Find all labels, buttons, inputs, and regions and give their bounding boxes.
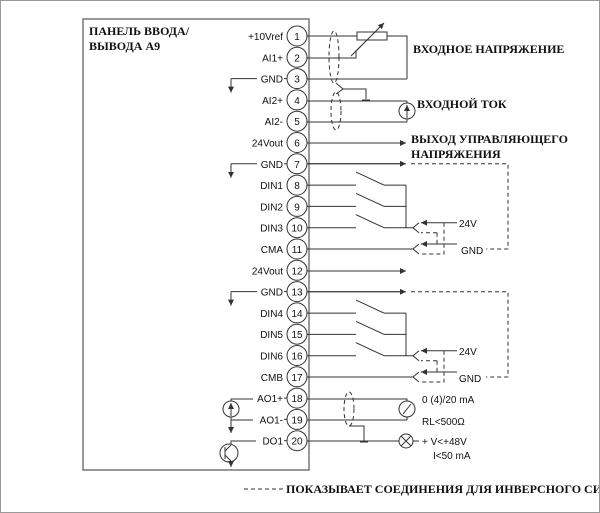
label-24v-b: 24V (459, 347, 477, 358)
terminal-circle (286, 46, 308, 68)
terminal-block: 1+10Vref2AI1+3GND4AI2+5AI2-624Vout7GND8D… (228, 25, 308, 452)
terminal-number: 19 (291, 415, 303, 426)
terminal-20: 20 DO1 (262, 430, 308, 452)
terminal-label: AI2- (265, 117, 283, 128)
label-do-voltage: + V<+48V (422, 437, 467, 448)
terminal-circle (286, 259, 308, 281)
label-control-voltage-2: НАПРЯЖЕНИЯ (411, 147, 501, 161)
terminal-label: GND (261, 75, 283, 86)
label-gnd-b: GND (459, 374, 481, 385)
terminal-18: 18 AO1+ (257, 387, 308, 409)
terminal-number: 9 (294, 202, 300, 213)
terminal-circle (286, 89, 308, 111)
terminal-number: 20 (291, 437, 303, 448)
switch-icon (355, 342, 385, 357)
terminal-label: DIN2 (260, 202, 283, 213)
terminal-number: 6 (294, 139, 300, 150)
terminal-2: 2 AI1+ (262, 46, 308, 68)
switch-icon (355, 214, 385, 229)
terminal-label: GND (261, 160, 283, 171)
terminal-number: 12 (291, 266, 303, 277)
terminal-label: 24Vout (252, 266, 283, 277)
terminal-label: AI2+ (262, 96, 283, 107)
terminal-number: 5 (294, 117, 300, 128)
terminal-number: 11 (292, 245, 303, 256)
switch-icon (355, 299, 385, 314)
io-panel-box (82, 18, 310, 471)
terminal-label: AO1- (260, 415, 283, 426)
terminal-label: 24Vout (252, 139, 283, 150)
terminal-number: 7 (294, 160, 300, 171)
terminal-10: 10 DIN3 (260, 217, 308, 239)
terminal-number: 16 (291, 352, 303, 363)
potentiometer (356, 31, 388, 41)
label-gnd-a: GND (461, 246, 483, 257)
terminal-8: 8 DIN1 (260, 174, 308, 196)
terminal-label: DIN4 (260, 309, 283, 320)
shield-ellipse (330, 91, 342, 131)
terminal-number: 1 (294, 32, 300, 43)
terminal-number: 2 (294, 53, 300, 64)
panel-title-line2: ВЫВОДА А9 (89, 39, 160, 53)
terminal-16: 16 DIN6 (260, 345, 308, 366)
terminal-label: CMA (261, 245, 284, 256)
label-do-current: I<50 mA (433, 451, 471, 462)
shield-ellipse (343, 391, 355, 427)
terminal-5: 5 AI2- (265, 110, 308, 132)
panel-title-line1: ПАНЕЛЬ ВВОДА/ (89, 24, 190, 38)
label-input-current: ВХОДНОЙ ТОК (417, 97, 507, 111)
terminal-number: 18 (291, 394, 303, 405)
terminal-label: DIN5 (260, 330, 283, 341)
terminal-label: DIN3 (260, 224, 283, 235)
switch-icon (355, 192, 385, 207)
wiring: ВХОДНОЕ НАПРЯЖЕНИЕ ВХОДНОЙ ТОК ВЫХОД УПР… (219, 22, 600, 496)
terminal-number: 3 (294, 75, 300, 86)
terminal-label: DIN1 (260, 181, 283, 192)
digital-group-a (307, 160, 509, 255)
terminal-6: 6 24Vout (252, 132, 308, 153)
terminal-number: 10 (291, 224, 303, 235)
terminal-label: DO1 (262, 437, 283, 448)
terminal-7: 7 GND (228, 153, 308, 178)
label-control-voltage-1: ВЫХОД УПРАВЛЯЮЩЕГО (411, 132, 568, 146)
terminal-19: 19 AO1- (260, 408, 308, 430)
switch-icon (355, 171, 385, 186)
terminal-label: AO1+ (257, 394, 283, 405)
terminal-number: 17 (291, 373, 303, 384)
terminal-number: 4 (294, 96, 300, 107)
terminal-number: 14 (291, 309, 303, 320)
shield-ellipse (328, 30, 340, 84)
terminal-number: 8 (294, 181, 300, 192)
label-ao-load: RL<500Ω (422, 417, 465, 428)
digital-group-b (307, 288, 509, 383)
legend-text: ПОКАЗЫВАЕТ СОЕДИНЕНИЯ ДЛЯ ИНВЕРСНОГО СИГ… (286, 482, 600, 496)
label-input-voltage: ВХОДНОЕ НАПРЯЖЕНИЕ (413, 42, 564, 56)
terminal-17: 17 CMB (261, 366, 308, 388)
terminal-label: GND (261, 288, 283, 299)
terminal-number: 15 (291, 330, 303, 341)
terminal-label: CMB (261, 373, 284, 384)
label-24v-a: 24V (459, 219, 477, 230)
terminal-12: 12 24Vout (252, 259, 308, 281)
switch-icon (355, 320, 385, 335)
terminal-label: +10Vref (248, 32, 283, 43)
terminal-4: 4 AI2+ (262, 89, 308, 111)
terminal-circle (286, 110, 308, 132)
label-ao-range: 0 (4)/20 mA (422, 395, 475, 406)
terminal-label: AI1+ (262, 53, 283, 64)
terminal-number: 13 (291, 288, 303, 299)
terminal-label: DIN6 (260, 352, 283, 363)
